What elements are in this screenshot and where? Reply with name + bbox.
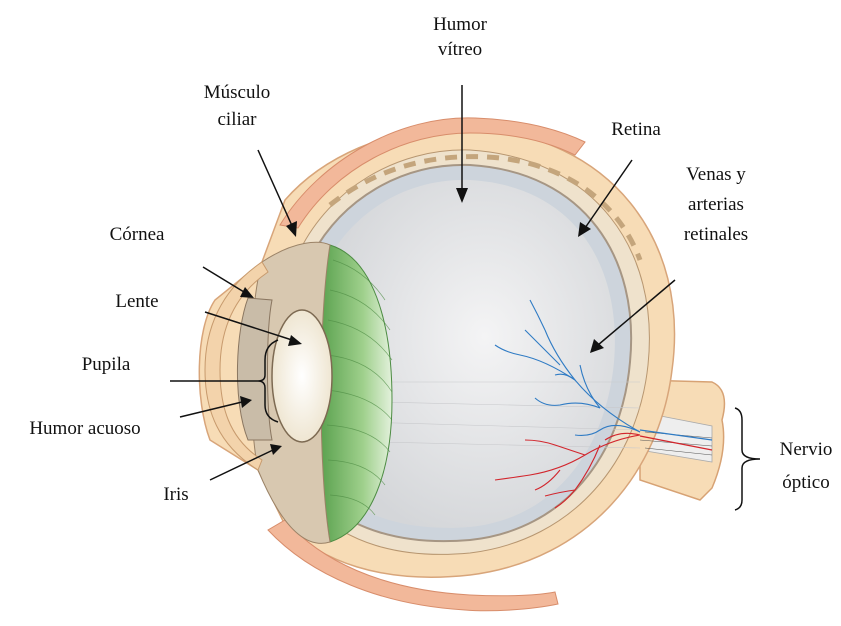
label-humor-vitreo-1: Humor <box>433 14 488 35</box>
brace-nervio <box>735 408 760 510</box>
label-humor-acuoso: Humor acuoso <box>29 418 140 439</box>
label-musculo-ciliar-1: Músculo <box>204 82 271 103</box>
label-lente: Lente <box>115 291 158 312</box>
label-nervio-2: óptico <box>782 472 830 493</box>
lens <box>272 310 332 442</box>
arrow-cornea <box>203 267 244 292</box>
label-venas-3: retinales <box>684 224 748 245</box>
label-nervio-1: Nervio <box>780 439 833 460</box>
label-retina: Retina <box>611 119 661 140</box>
label-humor-vitreo-2: vítreo <box>438 39 482 60</box>
label-venas-1: Venas y <box>686 164 746 185</box>
anterior-chamber <box>237 298 272 440</box>
label-venas-2: arterias <box>688 194 744 215</box>
arrow-musculo-ciliar <box>258 150 293 228</box>
label-pupila: Pupila <box>82 354 131 375</box>
label-iris: Iris <box>163 484 188 505</box>
label-musculo-ciliar-2: ciliar <box>217 109 257 130</box>
label-cornea: Córnea <box>110 224 165 245</box>
